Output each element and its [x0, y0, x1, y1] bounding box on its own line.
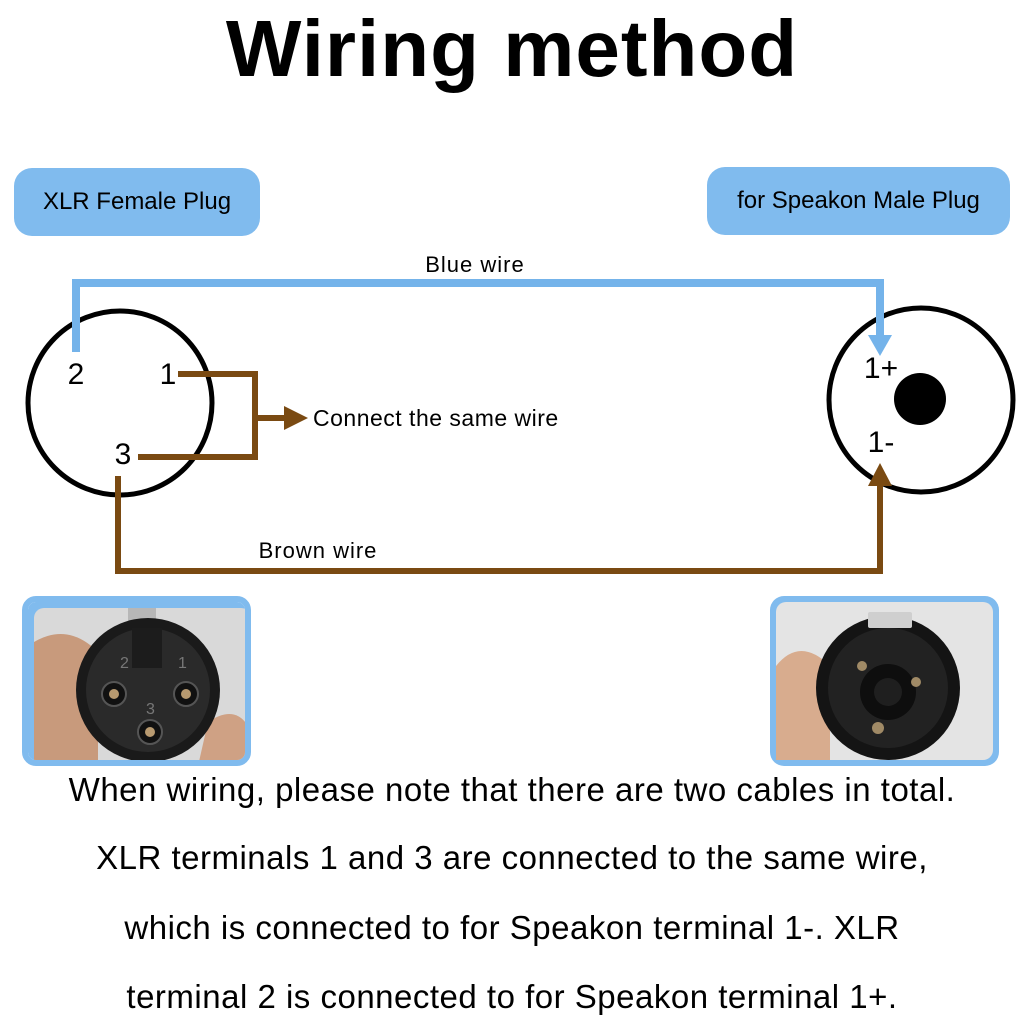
xlr-female-photo-image: 2 1 3: [28, 602, 245, 760]
speakon-male-plug-label: for Speakon Male Plug: [707, 167, 1010, 235]
speakon-connector-outline: [826, 305, 1016, 495]
speakon-minus-label: 1-: [868, 426, 895, 459]
page-title: Wiring method: [225, 4, 799, 93]
brown-wire-label: Brown wire: [259, 538, 378, 563]
photo-pin-3-label: 3: [146, 701, 155, 718]
brown-join-wire: [138, 371, 258, 460]
xlr-pin-3-label: 3: [115, 438, 132, 471]
join-wire-label: Connect the same wire: [313, 405, 559, 431]
speakon-male-photo: [770, 596, 999, 766]
speakon-male-photo-image: [770, 596, 999, 766]
wiring-note-line-1: When wiring, please note that there are …: [68, 771, 956, 808]
xlr-female-photo: 2 1 3: [22, 596, 251, 766]
brown-join-arrow: [284, 406, 308, 430]
speakon-center-dot: [894, 373, 946, 425]
xlr-female-plug-label: XLR Female Plug: [14, 168, 260, 236]
xlr-pin-2-label: 2: [68, 358, 85, 391]
brown-wire: [115, 476, 883, 574]
photo-pin-2-label: 2: [120, 655, 129, 672]
brown-wire-arrow: [868, 463, 892, 486]
photo-pin-1-label: 1: [178, 655, 187, 672]
wiring-note-line-2: XLR terminals 1 and 3 are connected to t…: [96, 839, 928, 876]
blue-wire: [72, 279, 884, 352]
wiring-note-line-4: terminal 2 is connected to for Speakon t…: [126, 978, 898, 1015]
xlr-pin-1-label: 1: [160, 358, 177, 391]
wiring-note-line-3: which is connected to for Speakon termin…: [124, 909, 900, 946]
blue-wire-label: Blue wire: [425, 252, 524, 277]
speakon-plus-label: 1+: [864, 352, 898, 385]
blue-wire-arrow: [868, 335, 892, 356]
wiring-diagram: 2 1 3 1+ 1- Blue wire Brown wire Connect…: [25, 252, 1016, 574]
